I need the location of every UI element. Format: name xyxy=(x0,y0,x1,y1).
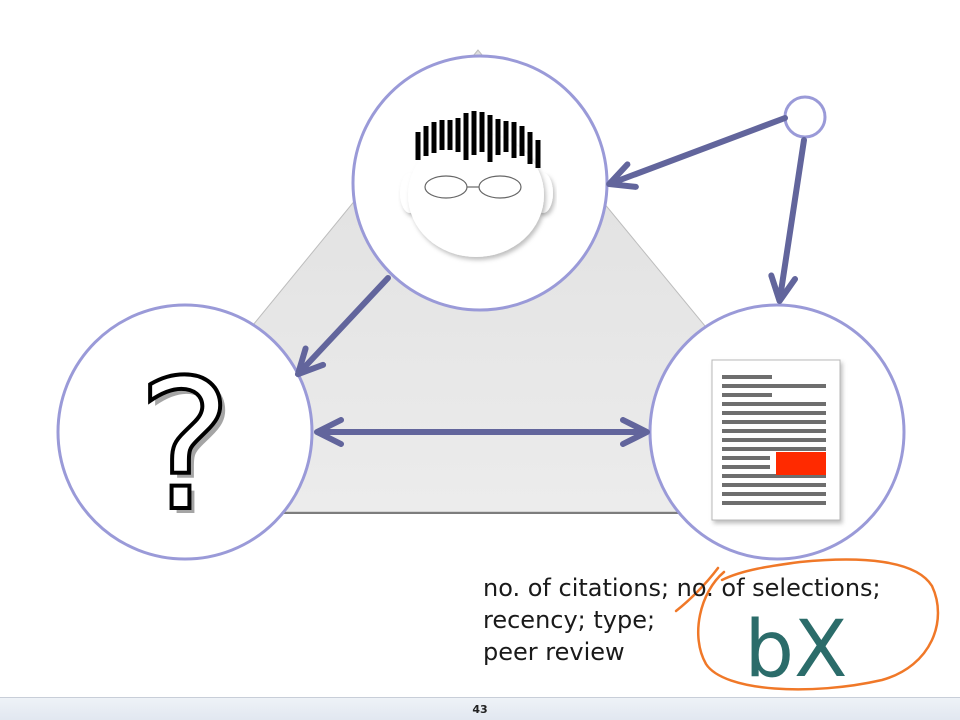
document-icon xyxy=(711,359,841,521)
slide-footer-bar xyxy=(0,697,960,720)
annotation-line-1: no. of citations; no. of selections; xyxy=(483,574,881,602)
question-mark-shadow: ? xyxy=(142,347,238,556)
bx-logo: bX xyxy=(745,605,848,695)
person-icon xyxy=(400,111,553,257)
arrow-node-to-person xyxy=(606,115,788,190)
arrow-person-to-question xyxy=(294,275,391,378)
small-node-icon xyxy=(783,95,827,139)
question-icon: ? ? xyxy=(135,340,238,556)
document-lines xyxy=(722,375,826,505)
handwritten-stroke xyxy=(674,566,720,613)
metrics-annotation: no. of citations; no. of selections; rec… xyxy=(483,572,881,668)
diagram: ? ? xyxy=(56,49,940,695)
question-circle xyxy=(56,303,314,561)
document-highlight-block xyxy=(776,452,826,475)
handwritten-circle xyxy=(697,558,940,691)
annotation-line-3: peer review xyxy=(483,638,625,666)
question-mark: ? xyxy=(137,342,233,551)
annotation-line-2: recency; type; xyxy=(483,606,656,634)
page-number: 43 xyxy=(472,703,488,716)
arrow-node-to-document xyxy=(768,137,807,304)
